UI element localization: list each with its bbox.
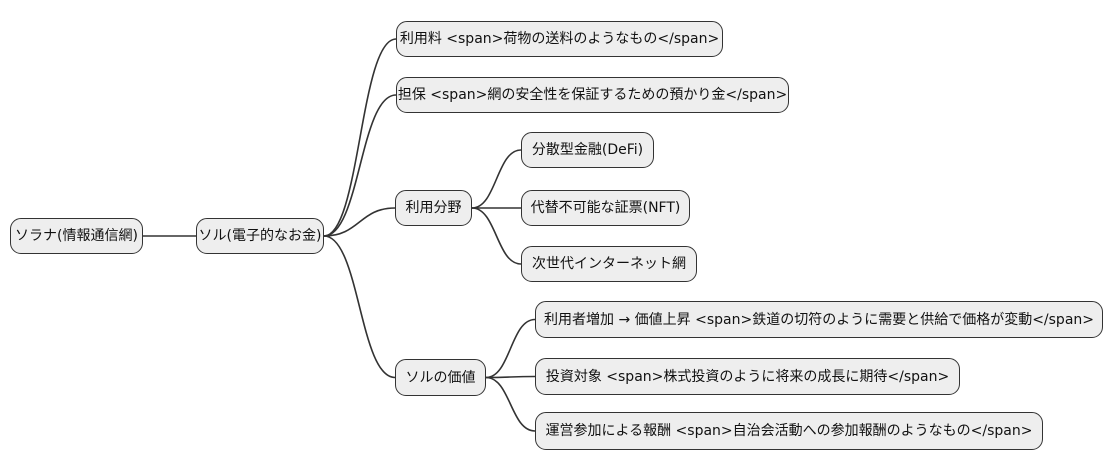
connector-edge bbox=[323, 207, 396, 237]
connector-edge bbox=[485, 376, 536, 432]
node-nft: 代替不可能な証票(NFT) bbox=[521, 190, 690, 226]
node-demand: 利用者増加 → 価値上昇 <span>鉄道の切符のように需要と供給で価格が変動<… bbox=[535, 301, 1103, 338]
node-solana: ソラナ(情報通信網) bbox=[10, 218, 143, 254]
node-reward: 運営参加による報酬 <span>自治会活動への参加報酬のようなもの</span> bbox=[535, 412, 1043, 450]
node-invest: 投資対象 <span>株式投資のように将来の成長に期待</span> bbox=[535, 358, 960, 395]
node-collateral: 担保 <span>網の安全性を保証するための預かり金</span> bbox=[396, 77, 789, 113]
connector-edge bbox=[485, 375, 536, 379]
connector-edge bbox=[323, 235, 396, 379]
node-fields: 利用分野 bbox=[395, 190, 472, 226]
connector-edge bbox=[323, 38, 397, 237]
node-defi: 分散型金融(DeFi) bbox=[521, 132, 654, 168]
connector-edge bbox=[471, 207, 522, 265]
connector-edge bbox=[471, 149, 522, 209]
connector-edge bbox=[323, 94, 397, 237]
node-fee: 利用料 <span>荷物の送料のようなもの</span> bbox=[396, 21, 723, 57]
connector-edge bbox=[485, 318, 536, 379]
node-value: ソルの価値 bbox=[395, 359, 486, 396]
node-sol: ソル(電子的なお金) bbox=[196, 218, 324, 254]
node-web3: 次世代インターネット網 bbox=[521, 246, 697, 282]
